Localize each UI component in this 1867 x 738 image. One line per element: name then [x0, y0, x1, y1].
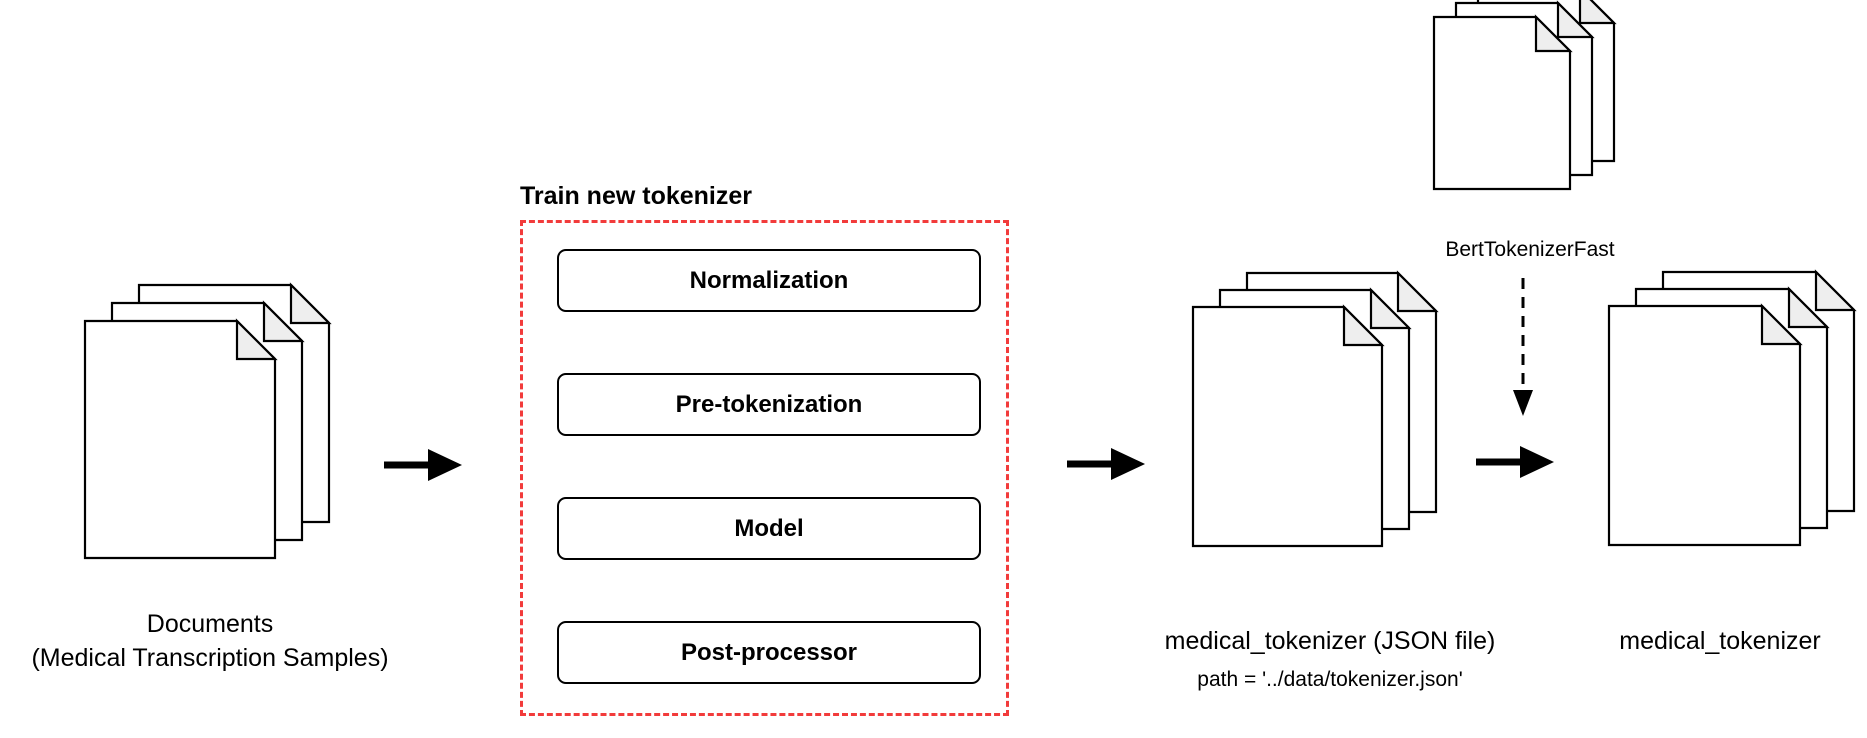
arrow-right-icon [1476, 446, 1554, 478]
arrow-right-icon [1067, 448, 1145, 480]
step-normalization: Normalization [557, 249, 981, 312]
document-page [1432, 14, 1573, 191]
json-tokenizer-path: path = '../data/tokenizer.json' [1197, 668, 1463, 691]
train-tokenizer-frame [520, 220, 1009, 716]
bert-tokenizer-label: BertTokenizerFast [1445, 238, 1615, 261]
json-tokenizer-stack-icon [1191, 270, 1439, 548]
json-tokenizer-name: medical_tokenizer (JSON file) [1164, 627, 1496, 655]
arrow-right-icon [384, 449, 462, 481]
documents-label-line1: Documents [146, 610, 274, 638]
step-post-processor: Post-processor [557, 621, 981, 684]
document-page [1191, 304, 1385, 548]
final-tokenizer-name: medical_tokenizer [1619, 627, 1821, 655]
document-page [83, 318, 278, 560]
documents-label-line2: (Medical Transcription Samples) [31, 644, 389, 672]
document-page [1607, 303, 1803, 547]
bert-tokenizer-stack-icon [1432, 0, 1617, 191]
train-tokenizer-title: Train new tokenizer [520, 182, 753, 210]
documents-label: Documents (Medical Transcription Samples… [0, 607, 420, 675]
dashed-arrow-down-icon [1513, 278, 1533, 416]
documents-stack-icon [83, 282, 332, 560]
final-tokenizer-stack-icon [1607, 269, 1857, 547]
step-pre-tokenization: Pre-tokenization [557, 373, 981, 436]
step-model: Model [557, 497, 981, 560]
